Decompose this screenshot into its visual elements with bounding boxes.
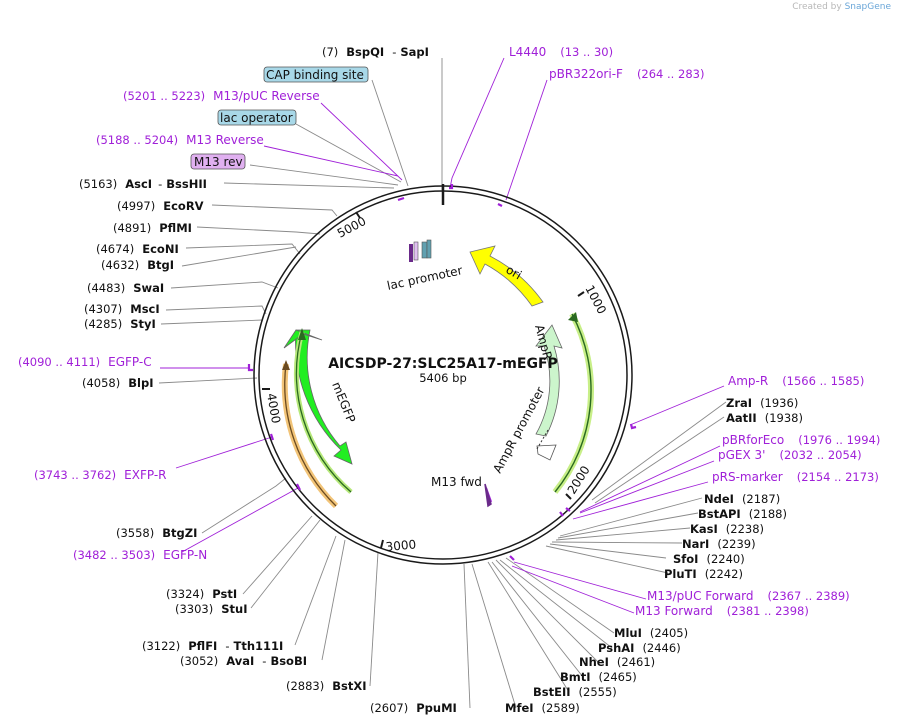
- cap-binding-site-label: CAP binding site: [263, 66, 369, 83]
- enzyme-zrai: ZraI(1936): [726, 396, 798, 410]
- cap-binding-site-text: CAP binding site: [266, 68, 364, 82]
- enzyme-pshai: PshAI(2446): [598, 641, 681, 655]
- enzyme-bmti: BmtI(2465): [560, 670, 637, 684]
- primer-m13-reverse: (5188 .. 5204)M13 Reverse: [96, 133, 264, 147]
- enzyme-pluti: PluTI(2242): [664, 567, 743, 581]
- primer-exfp-r: (3743 .. 3762)EXFP-R: [34, 468, 167, 482]
- enzyme-aatii: AatII(1938): [726, 411, 803, 425]
- enzyme-bsteii: BstEII(2555): [533, 685, 617, 699]
- enzyme-asci-bsshii: (5163)AscI-BssHII: [79, 177, 207, 191]
- snapgene-credit: Created by SnapGene: [792, 2, 891, 12]
- enzyme-swai: (4483)SwaI: [87, 281, 164, 295]
- enzyme-btgi: (4632)BtgI: [101, 258, 174, 272]
- primer-prs-marker: pRS-marker(2154 .. 2173): [712, 470, 879, 484]
- plasmid-title: AICSDP-27:SLC25A17-mEGFP: [328, 356, 558, 372]
- tick-label-4000: 4000: [264, 392, 283, 425]
- lac-features: [409, 239, 432, 262]
- m13-rev-text: M13 rev: [194, 155, 243, 169]
- credit-prefix: Created by: [792, 2, 842, 12]
- snapgene-logo: SnapGene: [844, 2, 891, 12]
- plasmid-backbone: [253, 184, 633, 565]
- primer-connectors: [160, 57, 725, 614]
- primer-egfp-c: (4090 .. 4111)EGFP-C: [18, 355, 152, 369]
- enzyme-ecorv: (4997)EcoRV: [117, 199, 204, 213]
- enzyme-pflmi: (4891)PflMI: [113, 221, 192, 235]
- enzyme-sfoi: SfoI(2240): [673, 552, 745, 566]
- enzyme-connectors: [158, 58, 727, 709]
- feature-ampr-arrow: [535, 324, 563, 461]
- enzyme-msci: (4307)MscI: [84, 302, 160, 316]
- enzyme-bstxi: (2883)BstXI: [286, 679, 367, 693]
- primer-l4440: L4440(13 .. 30): [509, 45, 613, 59]
- feature-m13-fwd-label: M13 fwd: [431, 475, 482, 489]
- tick-label-5000: 5000: [335, 214, 369, 241]
- primer-amp-r: Amp-R(1566 .. 1585): [728, 374, 864, 388]
- enzyme-mfei: MfeI(2589): [505, 701, 580, 715]
- feature-lac-promoter: lac promoter: [386, 263, 464, 293]
- enzyme-bstapi: BstAPI(2188): [698, 507, 787, 521]
- enzyme-econi: (4674)EcoNI: [96, 242, 179, 256]
- feature-ori-label: ori: [504, 262, 525, 282]
- egfp-orange-arrow: [281, 360, 339, 509]
- feature-ori-arrow: [469, 245, 544, 307]
- m13-rev-label: M13 rev: [190, 153, 246, 170]
- lac-operator-label: lac operator: [217, 109, 297, 126]
- lac-operator-text: lac operator: [220, 111, 293, 125]
- enzyme-mlui: MluI(2405): [614, 626, 688, 640]
- plasmid-size: 5406 bp: [419, 371, 467, 385]
- enzyme-bspqi-sapi: (7)BspQI-SapI: [322, 45, 429, 59]
- enzyme-ppumi: (2607)PpuMI: [370, 701, 457, 715]
- enzyme-pflfi-tth111i: (3122)PflFI-Tth111I: [142, 639, 283, 653]
- primer-pbrforeco: pBRforEco(1976 .. 1994): [722, 433, 880, 447]
- primer-m13puc-reverse: (5201 .. 5223)M13/pUC Reverse: [123, 89, 320, 103]
- enzyme-psti: (3324)PstI: [166, 587, 237, 601]
- tick-label-3000: 3000: [385, 537, 417, 554]
- m13-fwd-arrow: [484, 483, 492, 508]
- enzyme-styi: (4285)StyI: [84, 317, 156, 331]
- megfp-primer-arrow: [293, 328, 353, 494]
- enzyme-nari: NarI(2239): [682, 537, 756, 551]
- enzyme-stui: (3303)StuI: [175, 602, 248, 616]
- enzyme-btgzi: (3558)BtgZI: [116, 526, 197, 540]
- primer-pbr322ori-f: pBR322ori-F(264 .. 283): [549, 67, 704, 81]
- primer-pgex3: pGEX 3'(2032 .. 2054): [718, 448, 862, 462]
- primer-m13puc-forward: M13/pUC Forward(2367 .. 2389): [647, 589, 850, 603]
- feature-megfp-label: mEGFP: [329, 380, 358, 425]
- primer-egfp-n: (3482 .. 3503)EGFP-N: [73, 548, 207, 562]
- primer-m13-forward: M13 Forward(2381 .. 2398): [635, 604, 809, 618]
- enzyme-blpi: (4058)BlpI: [82, 376, 153, 390]
- enzyme-avai-bsobi: (3052)AvaI-BsoBI: [180, 654, 307, 668]
- enzyme-ndei: NdeI(2187): [704, 492, 780, 506]
- enzyme-nhei: NheI(2461): [579, 655, 655, 669]
- enzyme-kasi: KasI(2238): [690, 522, 764, 536]
- ampr-primer-arrow: [552, 312, 594, 494]
